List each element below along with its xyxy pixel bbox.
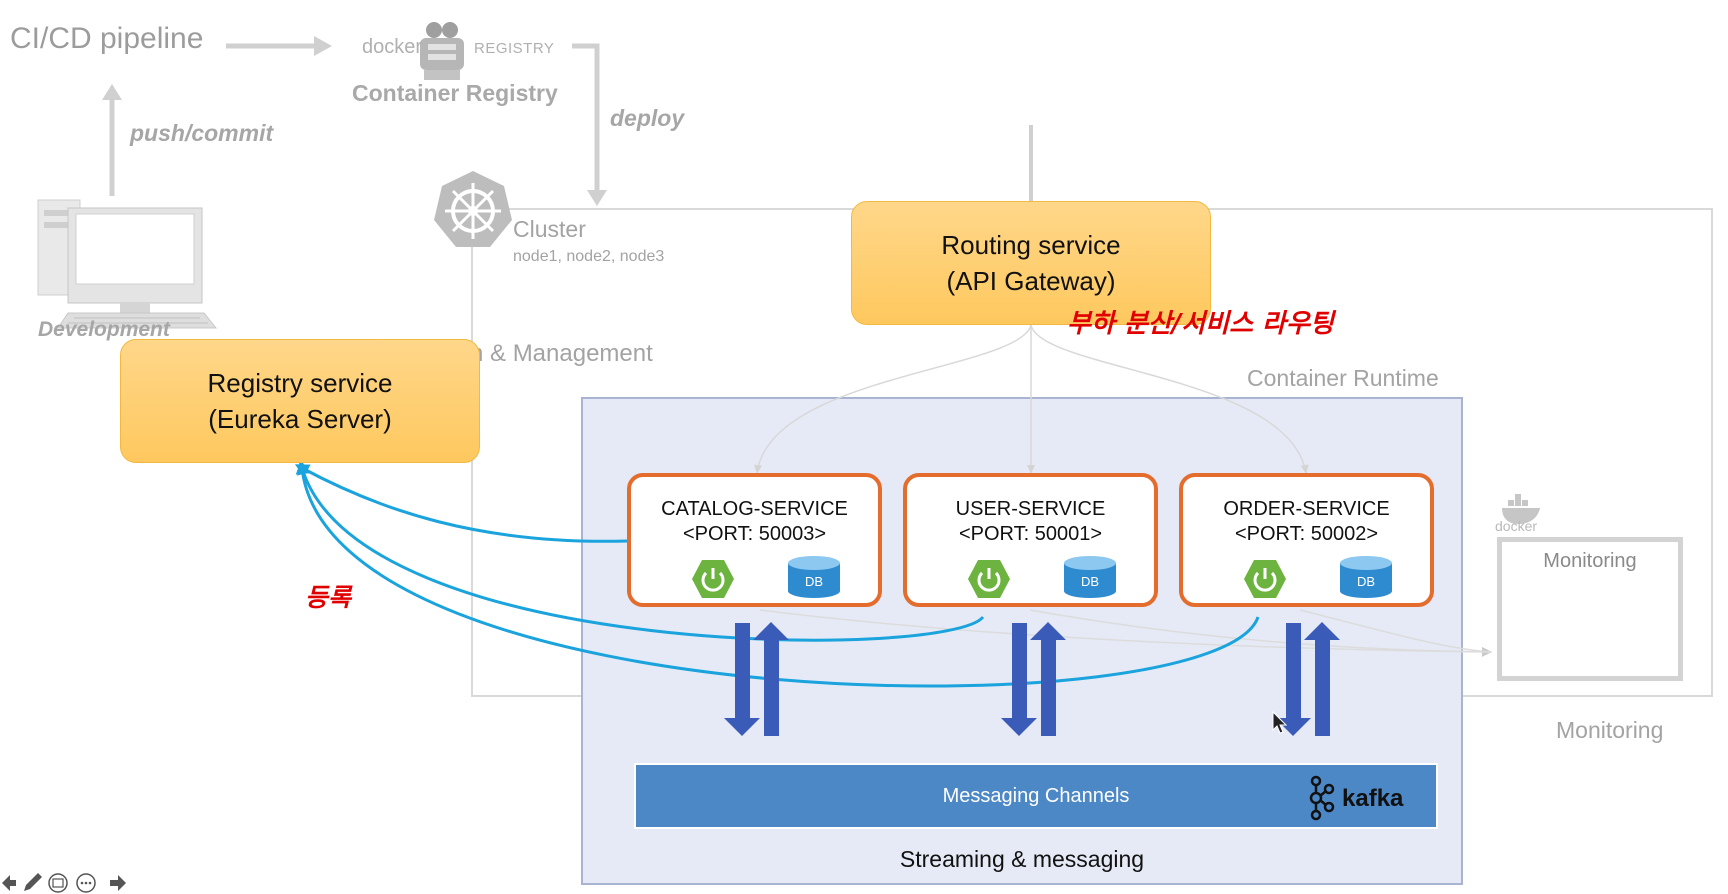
service-port: <PORT: 50002> [1234, 523, 1379, 545]
kafka-logo-icon: kafka [1309, 775, 1404, 821]
container-registry-label: Container Registry [352, 80, 558, 106]
spring-power-icon [968, 560, 1010, 598]
service-name: ORDER-SERVICE [1223, 498, 1390, 520]
monitoring-label: Monitoring [1556, 717, 1664, 743]
svg-text:DB: DB [1357, 574, 1375, 589]
database-icon: DB [788, 556, 840, 598]
cluster-nodes: node1, node2, node3 [513, 248, 665, 265]
gateway-routing-lines [754, 324, 1309, 474]
development-label: Development [38, 318, 170, 341]
order-service-box: ORDER-SERVICE <PORT: 50002> DB [1179, 473, 1434, 607]
service-port: <PORT: 50001> [958, 523, 1103, 545]
pen-icon[interactable] [24, 873, 42, 891]
more-options-icon[interactable] [76, 873, 96, 893]
deploy-arrow [572, 43, 607, 206]
gateway-line1: Routing service [941, 230, 1121, 260]
management-label: n & Management [470, 340, 653, 367]
register-note: 등록 [305, 583, 352, 612]
cicd-pipeline-label: CI/CD pipeline [10, 22, 204, 55]
svg-text:kafka: kafka [1342, 785, 1404, 812]
monitoring-box-title: Monitoring [1543, 550, 1637, 572]
mouse-cursor-icon [1272, 710, 1288, 734]
user-kafka-arrows [1001, 622, 1066, 736]
development-computer-icon [37, 199, 218, 329]
svg-text:DB: DB [805, 574, 823, 589]
messaging-channels-label: Messaging Channels [942, 785, 1130, 807]
push-commit-arrow [102, 84, 122, 196]
cicd-to-registry-arrow [226, 36, 332, 56]
service-port: <PORT: 50003> [682, 523, 827, 545]
next-slide-icon[interactable] [110, 875, 126, 891]
spring-power-icon [692, 560, 734, 598]
docker-logo-text: docker [362, 36, 423, 58]
messaging-channels-bar: Messaging Channels kafka [634, 763, 1438, 829]
push-commit-label: push/commit [130, 120, 274, 146]
order-kafka-arrows [1275, 622, 1340, 736]
api-gateway-box: Routing service (API Gateway) [851, 201, 1211, 325]
database-icon: DB [1340, 556, 1392, 598]
registry-logo-text: REGISTRY [474, 40, 555, 57]
deploy-label: deploy [610, 105, 685, 131]
svg-text:DB: DB [1081, 574, 1099, 589]
registry-line2: (Eureka Server) [208, 404, 392, 434]
registry-line1: Registry service [207, 368, 393, 398]
slideshow-toolbar [2, 873, 126, 893]
service-name: USER-SERVICE [955, 498, 1106, 520]
gateway-line2: (API Gateway) [946, 266, 1116, 296]
docker-small-text: docker [1495, 518, 1538, 534]
database-icon: DB [1064, 556, 1116, 598]
kubernetes-icon [434, 171, 512, 247]
routing-note: 부하 분산/서비스 라우팅 [1067, 309, 1334, 339]
docker-registry-icon [420, 22, 464, 80]
slide-overview-icon[interactable] [48, 873, 68, 893]
previous-slide-icon[interactable] [2, 875, 16, 891]
spring-power-icon [1244, 560, 1286, 598]
docker-whale-icon [1502, 494, 1540, 524]
streaming-messaging-label: Streaming & messaging [899, 846, 1145, 872]
cluster-title: Cluster [513, 216, 586, 242]
catalog-service-box: CATALOG-SERVICE <PORT: 50003> DB [627, 473, 882, 607]
service-name: CATALOG-SERVICE [661, 498, 848, 520]
eureka-registry-box: Registry service (Eureka Server) [120, 339, 480, 463]
monitoring-lines [759, 609, 1492, 657]
monitoring-box: Monitoring [1497, 537, 1683, 681]
user-service-box: USER-SERVICE <PORT: 50001> DB [903, 473, 1158, 607]
container-runtime-label: Container Runtime [1247, 365, 1439, 391]
catalog-kafka-arrows [724, 622, 789, 736]
